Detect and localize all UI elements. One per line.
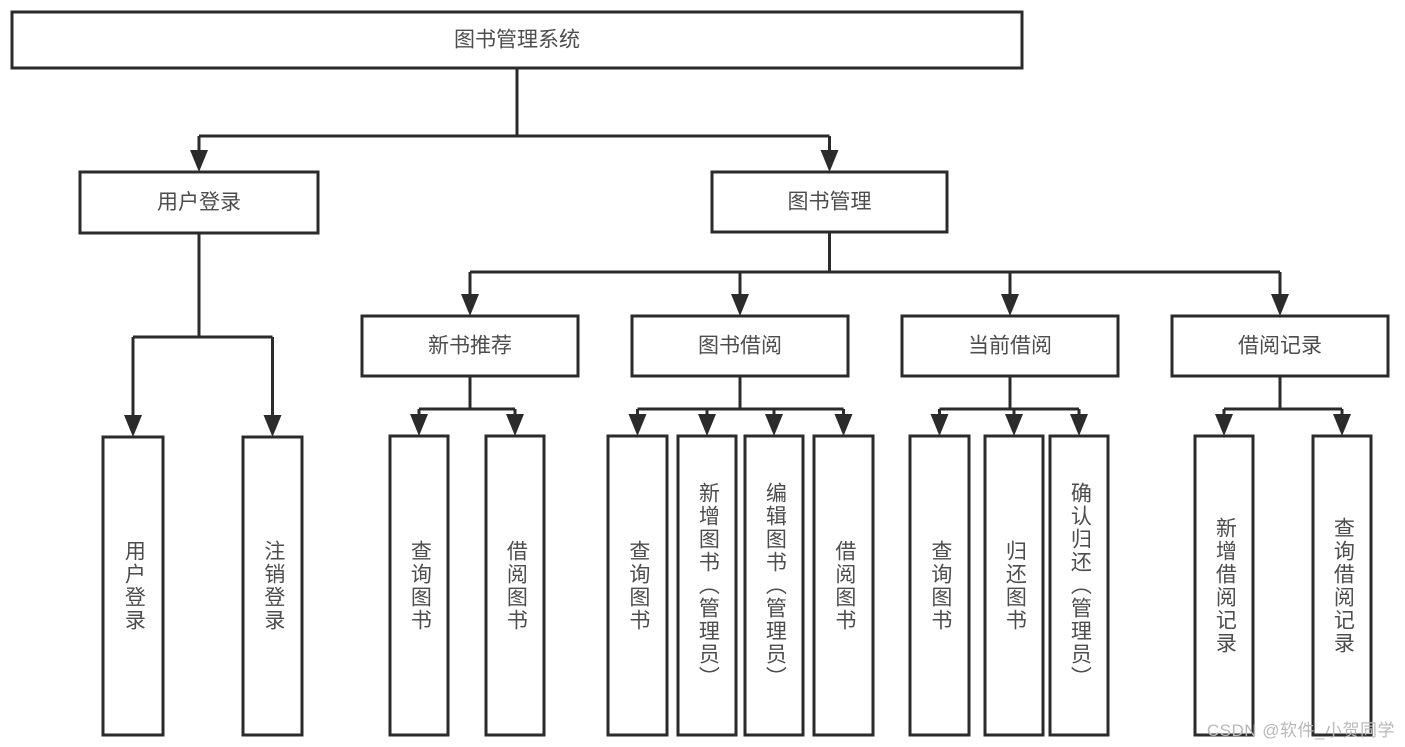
node-box-leaf-add-borrow-record[interactable]	[1193, 434, 1255, 737]
node-label-book-management: 图书管理	[788, 191, 872, 214]
node-box-root[interactable]	[10, 10, 1024, 70]
node-box-leaf-confirm-return[interactable]	[1048, 434, 1110, 737]
node-box-leaf-user-login[interactable]	[101, 435, 165, 737]
node-box-leaf-return-book[interactable]	[983, 434, 1045, 737]
node-box-leaf-query-borrow-record[interactable]	[1311, 434, 1373, 737]
node-box-leaf-add-book[interactable]	[676, 434, 738, 737]
arrow-head-user-login	[190, 150, 208, 172]
node-box-leaf-query-book-recommend[interactable]	[388, 434, 450, 737]
node-box-borrow-record[interactable]	[1170, 314, 1390, 378]
arrow-head-leaf-add-book	[698, 414, 716, 436]
arrow-head-book-borrow	[731, 294, 749, 316]
node-label-user-login: 用户登录	[157, 191, 241, 214]
node-box-leaf-edit-book[interactable]	[743, 434, 805, 737]
node-box-leaf-borrow-book-recommend[interactable]	[484, 434, 546, 737]
node-box-new-book-recommend[interactable]	[360, 314, 580, 378]
node-box-current-borrow[interactable]	[900, 314, 1120, 378]
arrow-head-leaf-edit-book	[765, 414, 783, 436]
arrow-head-new-book-recommend	[461, 294, 479, 316]
node-box-book-management[interactable]	[710, 170, 949, 234]
arrow-head-leaf-query-book-current	[930, 414, 949, 436]
arrow-head-leaf-query-book-borrow	[628, 414, 647, 436]
node-box-book-borrow[interactable]	[630, 314, 850, 378]
arrow-head-leaf-query-book-recommend	[410, 414, 428, 436]
node-box-leaf-borrow-book[interactable]	[812, 434, 875, 737]
node-label-current-borrow: 当前借阅	[968, 335, 1052, 358]
arrow-head-leaf-return-book	[1005, 414, 1023, 436]
node-box-leaf-query-book-current[interactable]	[908, 434, 971, 737]
arrow-head-leaf-borrow-book-recommend	[506, 414, 524, 436]
arrow-head-leaf-borrow-book	[834, 414, 853, 436]
node-label-root: 图书管理系统	[454, 29, 580, 52]
arrow-head-current-borrow	[1001, 294, 1019, 316]
node-label-borrow-record: 借阅记录	[1238, 335, 1322, 358]
node-label-book-borrow: 图书借阅	[698, 335, 782, 358]
arrow-head-book-management	[820, 150, 839, 172]
arrow-head-leaf-logout	[263, 415, 282, 437]
arrow-head-borrow-record	[1271, 294, 1289, 316]
node-box-user-login[interactable]	[78, 170, 320, 235]
arrow-head-leaf-query-borrow-record	[1333, 414, 1351, 436]
node-box-leaf-logout[interactable]	[241, 435, 304, 737]
connector-layer	[124, 68, 1351, 437]
node-label-new-book-recommend: 新书推荐	[428, 335, 512, 358]
node-box-leaf-query-book-borrow[interactable]	[606, 434, 669, 737]
arrow-head-leaf-add-borrow-record	[1215, 414, 1233, 436]
arrow-head-leaf-user-login	[124, 415, 142, 437]
arrow-head-leaf-confirm-return	[1070, 414, 1088, 436]
node-box-layer	[10, 10, 1390, 737]
